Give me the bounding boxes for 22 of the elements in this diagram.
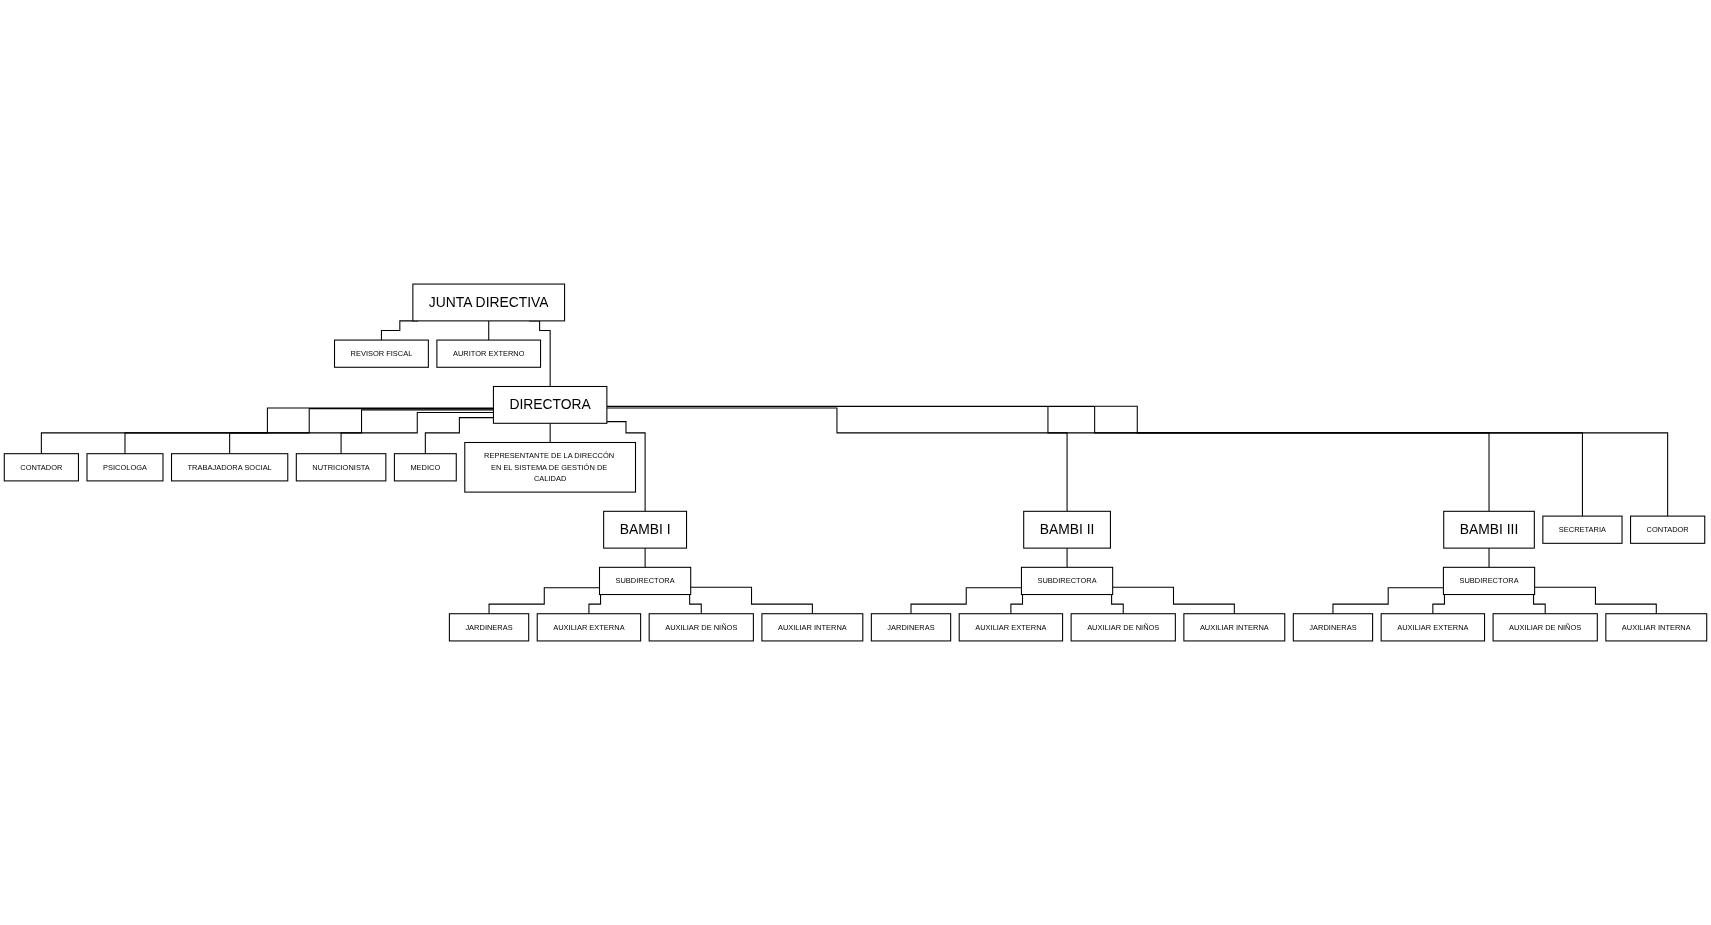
connector [910,587,1022,615]
node-box: DIRECTORA [492,385,608,424]
connector [124,408,494,455]
connector [549,422,551,444]
connector [690,586,813,615]
connector [1488,547,1490,568]
connector [1066,547,1068,568]
connector [340,411,494,455]
connector [606,421,646,512]
node-box: JUNTA DIRECTIVA [412,283,566,322]
connector [1332,587,1444,615]
connector [1112,586,1235,615]
connector [644,547,646,568]
connector [1534,586,1657,615]
connector [40,407,494,455]
connector [488,320,490,341]
connector [606,407,1068,512]
node-box: BAMBI II [1023,510,1111,549]
node-box: BAMBI I [603,510,688,549]
connector [424,417,494,455]
node-box: BAMBI III [1443,510,1535,549]
connector [229,409,494,455]
